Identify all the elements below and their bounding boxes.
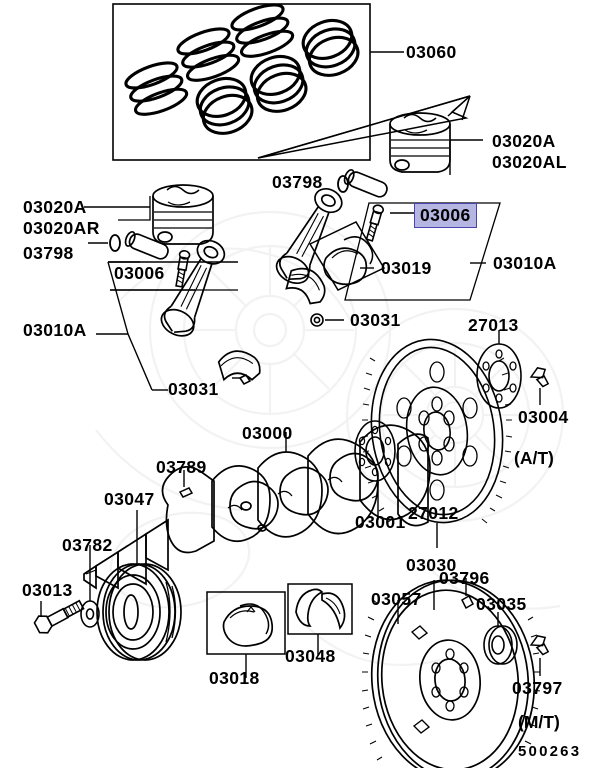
label-pin-right: 03798 <box>272 172 323 192</box>
main-bearing-shells <box>222 603 274 647</box>
flywheel <box>370 579 536 768</box>
rod-nut-right <box>310 313 324 327</box>
label-dowel-pin: 03796 <box>439 568 490 588</box>
thrust-washers <box>295 588 346 630</box>
label-piston-right-a: 03020A <box>492 131 556 151</box>
leaders-right <box>325 139 501 321</box>
rod-nut-left <box>238 373 252 386</box>
label-crankshaft-key: 03789 <box>156 457 207 477</box>
piston-ring-set <box>124 3 360 135</box>
crankshaft-key <box>178 487 194 498</box>
piston-right <box>389 112 451 173</box>
rod-bolt-left <box>175 250 191 288</box>
label-drive-plate-spacer: 27013 <box>468 315 519 335</box>
piston-rings-box <box>112 3 371 161</box>
label-rod-bearing-right: 03019 <box>381 258 432 278</box>
label-flywheel: 03057 <box>371 589 422 609</box>
label-pulley-bolt: 03013 <box>22 580 73 600</box>
label-rod-bolt-left: 03006 <box>114 263 165 283</box>
label-rod-nut-right: 03031 <box>350 310 401 330</box>
label-piston-left-ar: 03020AR <box>23 218 100 238</box>
label-drive-plate-bolt: 03004 <box>518 407 569 427</box>
rod-bearing-shells <box>323 236 374 286</box>
piston-pin-left <box>124 230 169 260</box>
label-crankshaft: 03000 <box>242 423 293 443</box>
drive-plate-bolt <box>529 367 550 388</box>
piston-left <box>152 184 214 245</box>
circlip-right <box>337 175 349 193</box>
label-pilot-bearing: 03035 <box>476 594 527 614</box>
label-piston-left-a: 03020A <box>23 197 87 217</box>
connecting-rod-right <box>275 187 343 305</box>
pilot-bearing <box>483 625 518 665</box>
label-piston-rings: 03060 <box>406 42 457 62</box>
label-piston-right-al: 03020AL <box>492 152 567 172</box>
rod-bearing-box <box>308 221 386 291</box>
label-at-note: (A/T) <box>514 448 554 468</box>
pulley-bolt <box>33 599 85 634</box>
watermark-graphic <box>95 210 565 667</box>
main-bearing-box <box>206 591 286 655</box>
flywheel-bolt <box>529 635 550 656</box>
crank-sprocket <box>354 420 396 482</box>
label-flywheel-bolt: 03797 <box>512 678 563 698</box>
drive-plate-spacer <box>476 343 522 409</box>
crank-pulley <box>96 563 182 661</box>
leaders-left <box>84 196 240 391</box>
flywheel-ring-gear-teeth <box>361 599 541 761</box>
label-drive-plate: 27012 <box>408 503 459 523</box>
rod-bolt-right <box>365 204 384 242</box>
connecting-rod-left <box>160 239 261 382</box>
label-mt-note: (M/T) <box>518 712 560 732</box>
figure-code: 500263 <box>518 743 582 760</box>
label-thrust-washer: 03048 <box>285 646 336 666</box>
label-crank-sprocket: 03001 <box>355 512 406 532</box>
label-crank-pulley: 03047 <box>104 489 155 509</box>
label-rod-bolt-right-highlighted[interactable]: 03006 <box>414 203 477 228</box>
label-pulley-washer: 03782 <box>62 535 113 555</box>
thrust-washer-box <box>287 583 353 635</box>
circlip-left <box>109 234 121 252</box>
label-ring-gear: 03030 <box>406 555 457 575</box>
label-pin-left: 03798 <box>23 243 74 263</box>
label-main-bearing: 03018 <box>209 668 260 688</box>
piston-pin-right <box>343 168 388 198</box>
dowel-pin <box>461 594 474 610</box>
label-rod-assembly-right: 03010A <box>493 253 557 273</box>
label-rod-assembly-left: 03010A <box>23 320 87 340</box>
label-rod-nut-left: 03031 <box>168 379 219 399</box>
